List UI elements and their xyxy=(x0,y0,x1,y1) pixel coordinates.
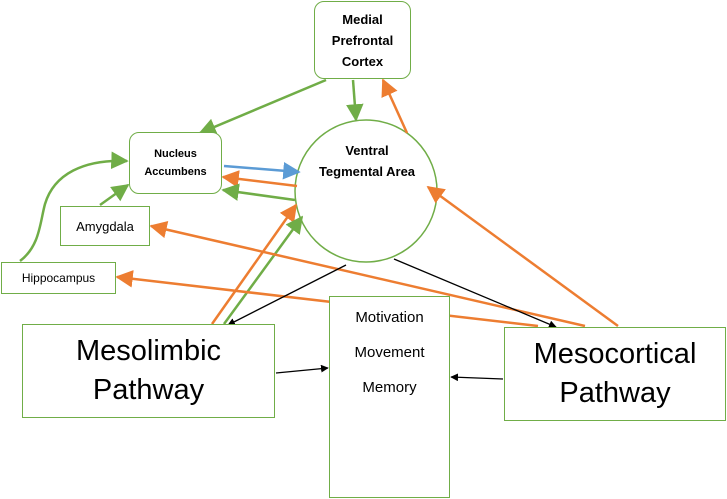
node-medial-prefrontal-cortex-label: Medial Prefrontal Cortex xyxy=(331,11,394,69)
edge-amygdala-to-nacc xyxy=(99,183,130,207)
edge-mesocortical-to-hippocampus xyxy=(115,270,539,328)
edge-mesolimbic-to-functions xyxy=(275,364,329,374)
node-hippocampus-label: Hippocampus xyxy=(21,271,96,285)
function-motivation: Motivation xyxy=(355,309,424,326)
node-mesolimbic-pathway-label: Mesolimbic Pathway xyxy=(75,335,222,406)
node-nucleus-accumbens: Nucleus Accumbens xyxy=(129,132,222,194)
edge-vta-to-mesocortical xyxy=(393,258,557,328)
edge-vta-to-nacc-green xyxy=(221,183,296,202)
edge-mpfc-to-vta xyxy=(346,79,364,122)
node-mesocortical-pathway: Mesocortical Pathway xyxy=(504,327,726,421)
edge-mesolimbic-to-vta-orange xyxy=(210,203,298,325)
edge-hippocampus-to-nacc xyxy=(19,151,129,262)
node-amygdala-label: Amygdala xyxy=(76,218,134,234)
node-vta-label: Ventral Tegmental Area xyxy=(318,143,416,179)
node-functions-box: Motivation Movement Memory xyxy=(329,296,450,498)
edge-vta-to-nacc-orange xyxy=(221,170,298,188)
node-mesocortical-pathway-label: Mesocortical Pathway xyxy=(533,338,697,409)
edge-mesolimbic-to-vta-green xyxy=(222,215,304,325)
edge-nacc-to-vta xyxy=(223,162,301,180)
function-movement: Movement xyxy=(354,344,425,361)
edge-mesocortical-to-vta xyxy=(426,185,619,328)
edge-mesocortical-to-functions xyxy=(450,373,504,382)
node-medial-prefrontal-cortex: Medial Prefrontal Cortex xyxy=(314,1,411,79)
edge-vta-to-mesolimbic xyxy=(227,264,347,326)
function-memory: Memory xyxy=(362,379,417,396)
node-hippocampus: Hippocampus xyxy=(1,262,116,294)
node-nucleus-accumbens-label: Nucleus Accumbens xyxy=(144,148,207,178)
node-amygdala: Amygdala xyxy=(60,206,150,246)
edge-vta-to-mpfc xyxy=(381,78,409,134)
edge-mpfc-to-nacc xyxy=(198,78,327,135)
node-mesolimbic-pathway: Mesolimbic Pathway xyxy=(22,324,275,418)
